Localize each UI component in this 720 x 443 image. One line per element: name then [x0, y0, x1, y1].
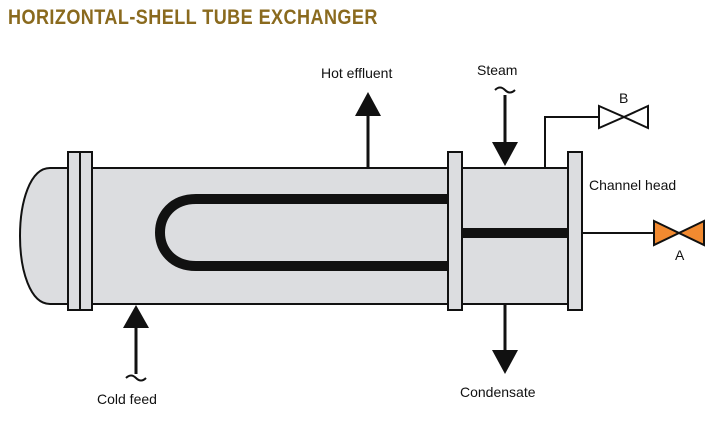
channel-head-flange [567, 151, 583, 311]
diagram-title: HORIZONTAL-SHELL TUBE EXCHANGER [8, 6, 378, 29]
steam-arrow-icon [492, 142, 518, 166]
left-flange-inner [79, 151, 93, 311]
channel-head-label: Channel head [589, 177, 676, 193]
u-tube-bundle [155, 194, 448, 271]
cold-feed-squiggle-icon [125, 374, 147, 382]
condensate-arrow-icon [492, 350, 518, 374]
valve-a-label: A [675, 247, 685, 263]
steam-squiggle-icon [494, 86, 516, 94]
tubesheet-flange [447, 151, 463, 311]
valve-b-icon-right [621, 104, 649, 130]
vent-line [544, 116, 599, 168]
hot-effluent-arrow-icon [355, 92, 381, 116]
valve-b-icon [598, 104, 627, 130]
cold-feed-arrow-icon [123, 305, 149, 328]
valve-b-label: B [619, 90, 628, 106]
valve-a-icon [653, 219, 682, 247]
steam-label: Steam [477, 62, 517, 78]
valve-a-icon-right [676, 219, 705, 247]
left-flange-outer [67, 151, 81, 311]
hot-effluent-label: Hot effluent [321, 65, 392, 81]
cold-feed-label: Cold feed [97, 391, 157, 407]
condensate-label: Condensate [460, 384, 536, 400]
